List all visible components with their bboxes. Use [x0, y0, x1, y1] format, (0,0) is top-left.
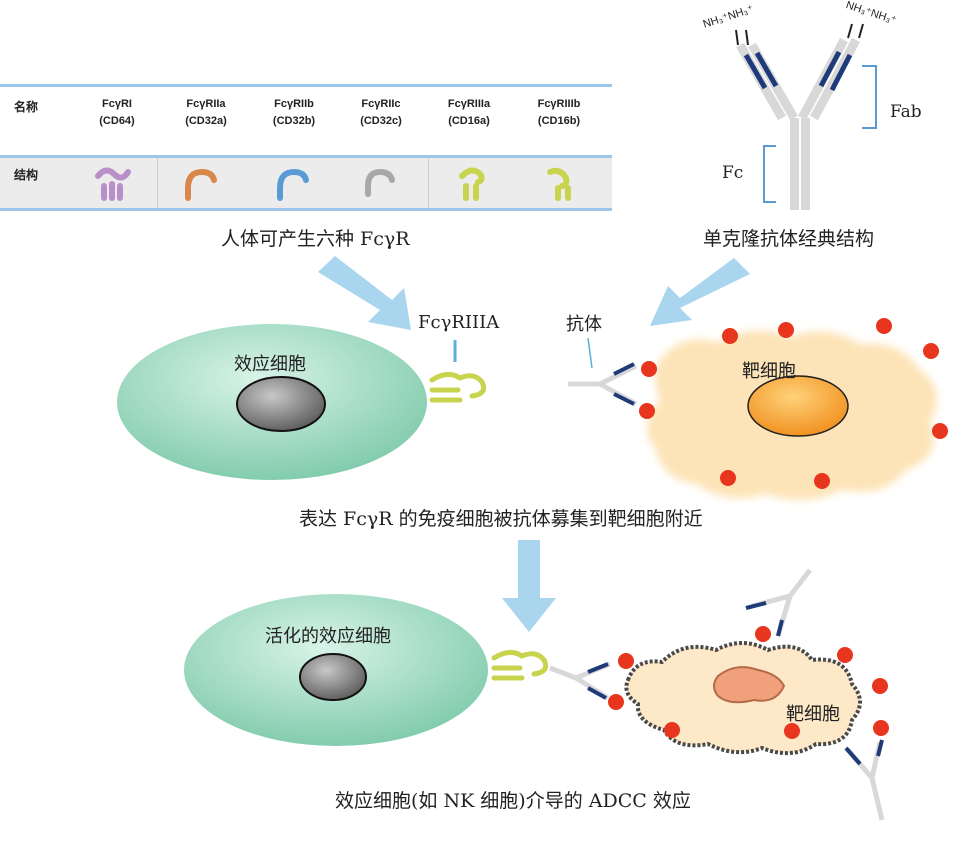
receptor-cd: (CD32c)	[360, 115, 402, 127]
fcgriic-structure-icon	[365, 168, 395, 197]
antibody-structure-diagram	[735, 23, 877, 210]
name-row-label: 名称	[14, 100, 39, 114]
receptor-cd: (CD32b)	[272, 115, 316, 127]
fcgri-structure-icon	[95, 167, 131, 201]
stage1-caption: 表达 FcγR 的免疫细胞被抗体募集到靶细胞附近	[299, 508, 703, 530]
effector-nucleus	[236, 376, 326, 432]
receptor-header: FcγRI (CD64)	[77, 96, 157, 130]
antigen-dots	[608, 626, 889, 739]
receptor-header: FcγRIIIa (CD16a)	[429, 96, 509, 130]
receptor-cd: (CD64)	[99, 115, 135, 127]
antibody-caption: 单克隆抗体经典结构	[703, 228, 875, 250]
fcgriia-structure-icon	[185, 168, 217, 201]
arrow-antibody-to-stage1	[650, 258, 750, 326]
receptor-name: FcγRIIc	[361, 98, 401, 110]
antibody-icon	[844, 739, 885, 821]
fab-label: Fab	[890, 102, 922, 122]
column-separator	[157, 158, 158, 208]
receptor-name: FcγRIIb	[274, 98, 314, 110]
fc-label: Fc	[722, 163, 744, 183]
receptor-table: 名称 结构 FcγRI (CD64) FcγRIIa (CD32a) FcγRI…	[0, 0, 612, 220]
table-mid-rule	[0, 155, 612, 158]
fcgriiia-structure-icon	[459, 167, 485, 201]
receptor-cd: (CD16b)	[537, 115, 581, 127]
arrow-table-to-stage1	[318, 256, 411, 330]
antibody-icon	[745, 568, 812, 637]
fcgriiia-receptor-icon	[491, 650, 549, 681]
column-separator	[428, 158, 429, 208]
receptor-header: FcγRIIc (CD32c)	[341, 96, 421, 130]
antigen-dots	[639, 318, 948, 489]
receptor-header: FcγRIIa (CD32a)	[166, 96, 246, 130]
structure-row-label: 结构	[14, 168, 39, 182]
damaged-target-label: 靶细胞	[786, 704, 840, 725]
activated-effector-label: 活化的效应细胞	[265, 626, 391, 647]
arrow-stage1-to-stage2	[502, 540, 556, 632]
fragmented-nucleus	[713, 666, 786, 704]
table-top-rule	[0, 84, 612, 87]
table-bottom-rule	[0, 208, 612, 211]
stage2-caption: 效应细胞(如 NK 细胞)介导的 ADCC 效应	[335, 790, 691, 812]
fcgriib-structure-icon	[277, 168, 309, 201]
effector-cell-label: 效应细胞	[234, 354, 306, 375]
target-cell-label: 靶细胞	[742, 361, 796, 382]
target-nucleus	[747, 375, 849, 437]
antibody-label: 抗体	[566, 314, 602, 335]
receptor-table-caption: 人体可产生六种 FcγR	[221, 228, 410, 250]
fcgriiia-receptor-icon	[429, 372, 487, 403]
antibody-pointer-line	[587, 337, 593, 369]
receptor-name: FcγRIIa	[186, 98, 226, 110]
receptor-cd: (CD16a)	[448, 115, 490, 127]
antibody-icon	[549, 661, 611, 701]
fcgriiib-structure-icon	[547, 167, 571, 201]
receptor-name: FcγRIIIa	[447, 98, 491, 110]
receptor-cd: (CD32a)	[185, 115, 227, 127]
antibody-icon	[568, 362, 638, 407]
receptor-structure-icons	[95, 167, 571, 201]
receptor-name: FcγRI	[102, 98, 132, 110]
receptor-header: FcγRIIIb (CD16b)	[519, 96, 599, 130]
activated-effector-nucleus	[299, 653, 367, 701]
receptor-label: FcγRIIIA	[418, 312, 500, 333]
receptor-name: FcγRIIIb	[537, 98, 581, 110]
receptor-header: FcγRIIb (CD32b)	[254, 96, 334, 130]
